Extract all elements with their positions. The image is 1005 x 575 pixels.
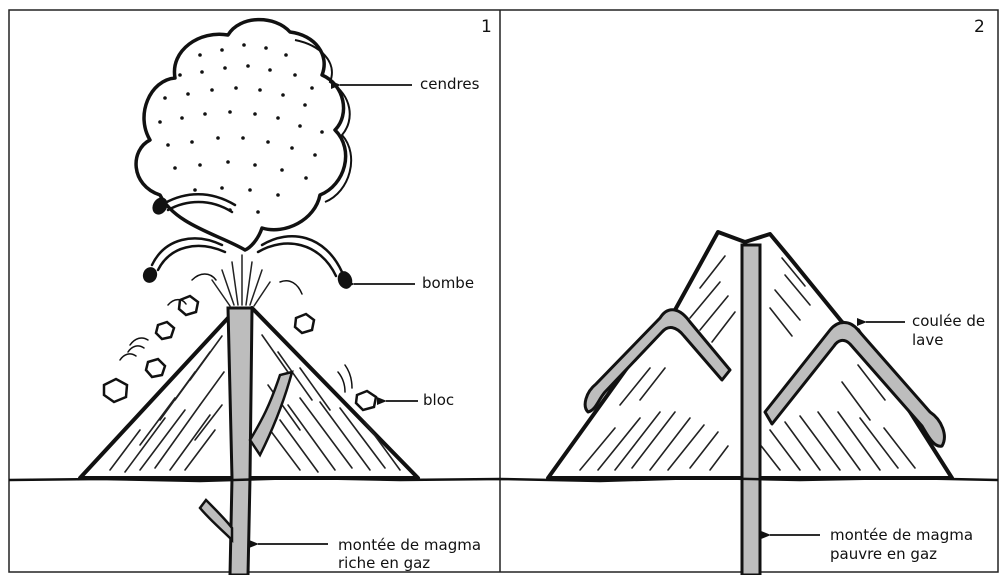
label-block: bloc — [423, 391, 454, 409]
label-magma-rich-line1: montée de magma — [338, 536, 481, 554]
bomb-icon — [335, 269, 354, 291]
eruption-jets — [212, 255, 270, 306]
block-icon — [179, 296, 198, 315]
ash-cloud — [136, 20, 346, 250]
label-bomb: bombe — [422, 274, 474, 292]
magma-conduit-2 — [742, 245, 760, 575]
block-icon — [356, 391, 376, 410]
block-icon — [104, 379, 127, 402]
label-magma-rich-line2: riche en gaz — [338, 554, 430, 572]
block-icon — [295, 314, 314, 333]
label-magma-poor-line1: montée de magma — [830, 526, 973, 544]
label-magma-poor-line2: pauvre en gaz — [830, 545, 937, 563]
block-icon — [146, 359, 165, 377]
panel-1 — [80, 20, 418, 575]
panel-2 — [548, 232, 952, 575]
panel-1-number: 1 — [481, 18, 492, 36]
label-ash: cendres — [420, 75, 479, 93]
magma-branch-lower — [200, 500, 232, 540]
bomb-icon — [141, 265, 160, 285]
block-icon — [156, 322, 174, 339]
label-lava-flow-line2: lave — [912, 331, 943, 349]
label-lava-flow-line1: coulée de — [912, 312, 985, 330]
panel-2-number: 2 — [974, 18, 985, 36]
